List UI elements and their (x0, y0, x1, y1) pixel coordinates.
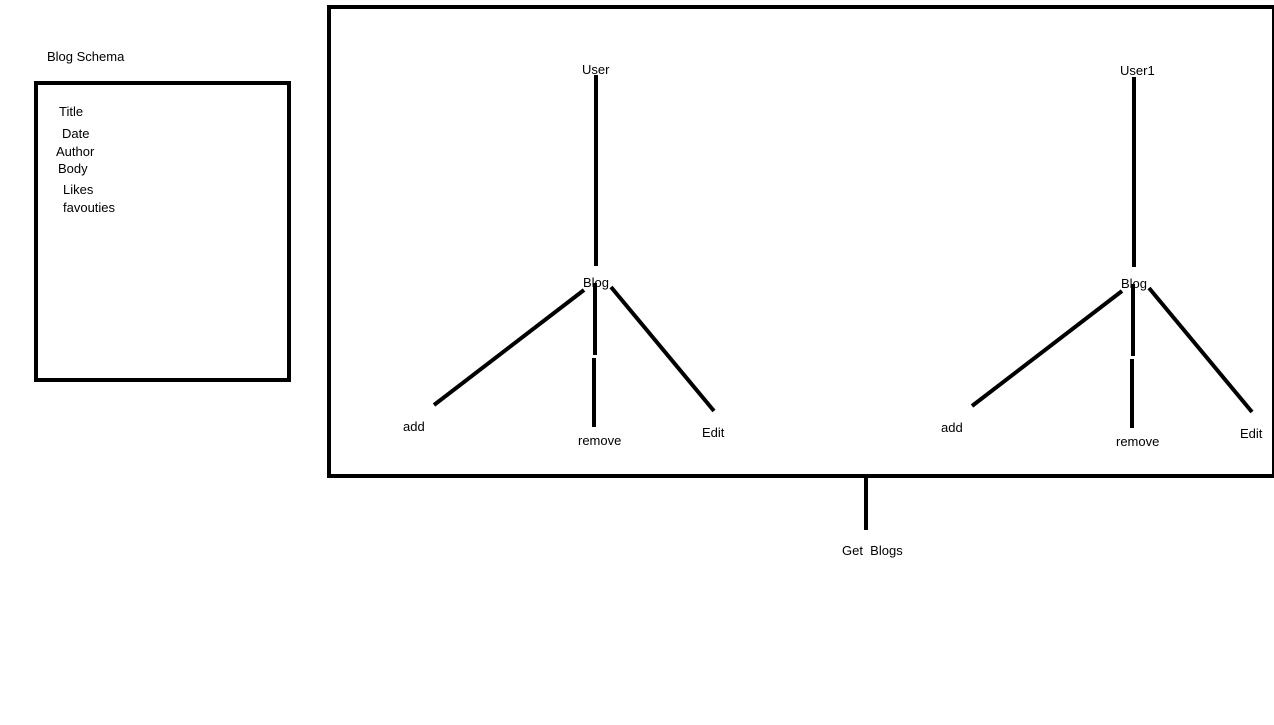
blog-add-edge (970, 289, 1124, 408)
blog-edit-edge (1147, 286, 1254, 414)
schema-field-body: Body (58, 161, 88, 176)
tree1-blog-node: Blog (583, 275, 610, 290)
schema-field-favourites: favouties (63, 200, 116, 215)
blog-edit-edge (609, 285, 716, 413)
get-blogs-label: Get Blogs (842, 543, 903, 558)
blog-add-edge (432, 288, 586, 407)
schema-field-title: Title (59, 104, 84, 119)
schema-field-author: Author (56, 144, 95, 159)
schema-field-date: Date (62, 126, 90, 141)
diagram-frame (327, 5, 1274, 478)
tree2-blog-node: Blog (1121, 276, 1148, 291)
tree2-edit-node: Edit (1240, 426, 1263, 441)
tree2-add-node: add (941, 420, 963, 435)
tree1-edit-node: Edit (702, 425, 725, 440)
tree1-user-node: User (582, 62, 610, 77)
tree2-user-node: User1 (1120, 63, 1155, 78)
tree2-remove-node: remove (1116, 434, 1160, 449)
tree1-remove-node: remove (578, 433, 622, 448)
schema-title: Blog Schema (47, 49, 125, 64)
schema-field-likes: Likes (63, 182, 94, 197)
tree1-add-node: add (403, 419, 425, 434)
schema-box (34, 81, 291, 382)
